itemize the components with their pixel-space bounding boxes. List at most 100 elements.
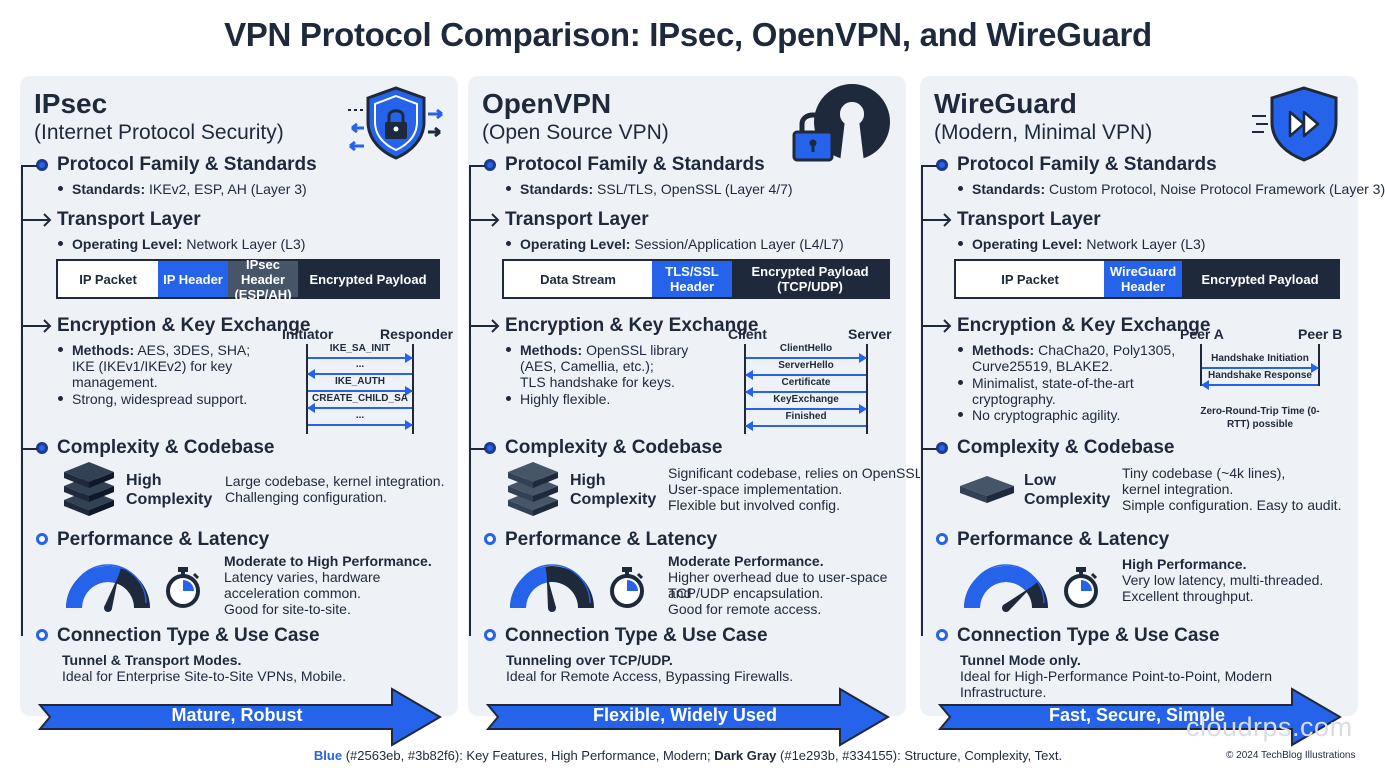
shield-lock-arrows-icon	[348, 86, 443, 160]
packet-segment: Data Stream	[504, 261, 652, 297]
encryption-bullet: Minimalist, state-of-the-art	[958, 375, 1134, 391]
connection-headline: Tunnel Mode only.	[960, 652, 1081, 668]
section-title-complexity: Complexity & Codebase	[57, 437, 275, 458]
methods-line: (AES, Camellia, etc.);	[520, 358, 654, 374]
packet-diagram: IP Packet IP Header IPsec Header (ESP/AH…	[56, 257, 440, 302]
marker-dot	[36, 159, 48, 171]
operating-level-bullet: Operating Level: Network Layer (L3)	[958, 236, 1205, 252]
message-arrow	[307, 403, 412, 413]
message-arrow	[1201, 380, 1318, 390]
operating-level-bullet: Operating Level: Session/Application Lay…	[506, 236, 844, 252]
sequence-left-label: Peer A	[1180, 326, 1224, 342]
marker-arrow-icon	[930, 319, 952, 333]
protocol-subtitle: (Modern, Minimal VPN)	[934, 121, 1153, 144]
methods-bullet: Methods: AES, 3DES, SHA;	[58, 342, 250, 358]
marker-connector	[21, 325, 33, 327]
marker-connector	[921, 325, 933, 327]
sequence-lifeline	[866, 344, 868, 434]
stacked-layers-icon	[64, 462, 114, 516]
encryption-bullet: Highly flexible.	[506, 391, 610, 407]
methods-line: management.	[72, 374, 158, 390]
message-arrow	[308, 420, 413, 430]
copyright: © 2024 TechBlog Illustrations	[1226, 750, 1356, 761]
sequence-lifeline	[412, 344, 414, 434]
message-arrow	[307, 369, 412, 379]
message-arrow	[1202, 363, 1319, 373]
standards-bullet: Standards: Custom Protocol, Noise Protoc…	[958, 181, 1385, 197]
performance-line: Good for site-to-site.	[224, 601, 351, 617]
marker-dot	[36, 629, 48, 641]
protocol-name: IPsec	[34, 88, 108, 119]
stopwatch-icon	[610, 567, 644, 608]
section-title-complexity: Complexity & Codebase	[957, 437, 1175, 458]
complexity-desc-line: Simple configuration. Easy to audit.	[1122, 497, 1342, 513]
standards-bullet: Standards: SSL/TLS, OpenSSL (Layer 4/7)	[506, 181, 793, 197]
legend-gray-desc: : Structure, Complexity, Text.	[897, 748, 1063, 763]
timeline-spine	[469, 166, 471, 636]
marker-dot	[36, 442, 48, 454]
section-title-performance: Performance & Latency	[957, 529, 1170, 550]
sequence-message: IKE_AUTH	[334, 376, 385, 387]
shield-fast-forward-icon	[1252, 86, 1338, 162]
marker-dot	[936, 159, 948, 171]
performance-headline: High Performance.	[1122, 556, 1247, 572]
section-title-connection: Connection Type & Use Case	[505, 625, 768, 646]
operating-level-bullet: Operating Level: Network Layer (L3)	[58, 236, 305, 252]
summary-banner-text: Mature, Robust	[171, 705, 303, 725]
sequence-note: Zero-Round-Trip Time (0-RTT) possible	[1200, 406, 1320, 430]
timeline-spine	[21, 166, 23, 636]
sequence-message: IKE_SA_INIT	[329, 343, 391, 354]
complexity-desc-line: kernel integration.	[1122, 481, 1234, 497]
summary-banner-text: Fast, Secure, Simple	[1048, 705, 1226, 725]
packet-segment: IP Packet	[58, 261, 158, 297]
complexity-label: High Complexity	[570, 472, 657, 508]
sequence-message: Handshake Response	[1208, 370, 1312, 381]
speed-gauge-icon	[963, 564, 1048, 612]
sequence-message: Handshake Initiation	[1211, 353, 1309, 364]
marker-connector	[921, 165, 937, 167]
section-title-performance: Performance & Latency	[505, 529, 718, 550]
message-arrow	[746, 353, 867, 363]
marker-connector	[21, 448, 37, 450]
sequence-message: Finished	[785, 411, 827, 422]
complexity-label: High Complexity	[126, 472, 213, 508]
marker-arrow-icon	[478, 213, 500, 227]
performance-line: Higher overhead due to user-space and	[668, 569, 888, 601]
methods-bullet: Methods: ChaCha20, Poly1305,	[958, 342, 1175, 358]
message-arrow	[746, 404, 867, 414]
section-title-connection: Connection Type & Use Case	[57, 625, 320, 646]
section-title-transport: Transport Layer	[957, 209, 1101, 230]
marker-arrow-icon	[30, 213, 52, 227]
sequence-message: ClientHello	[779, 343, 833, 354]
protocol-subtitle: (Internet Protocol Security)	[34, 121, 284, 144]
watermark: cloudrps.com	[1186, 712, 1353, 742]
marker-dot	[936, 533, 948, 545]
methods-line: Curve25519, BLAKE2.	[972, 358, 1113, 374]
marker-connector	[21, 165, 37, 167]
sequence-lifeline	[306, 344, 308, 434]
marker-connector	[921, 448, 937, 450]
performance-headline: Moderate to High Performance.	[224, 553, 432, 569]
complexity-desc-line: Large codebase, kernel integration.	[225, 473, 445, 489]
encryption-bullet: No cryptographic agility.	[958, 407, 1120, 423]
sequence-message: ...	[355, 410, 365, 421]
marker-arrow-icon	[30, 319, 52, 333]
methods-bullet: Methods: OpenSSL library	[506, 342, 688, 358]
sequence-message: ...	[355, 359, 365, 370]
sequence-right-label: Responder	[380, 326, 454, 342]
section-title-complexity: Complexity & Codebase	[505, 437, 723, 458]
section-title-encryption: Encryption & Key Exchange	[957, 315, 1211, 336]
section-title-performance: Performance & Latency	[57, 529, 270, 550]
performance-line: TCP/UDP encapsulation.	[668, 585, 824, 601]
summary-banner-arrow	[937, 687, 1342, 747]
packet-segment: IPsec Header (ESP/AH)	[228, 257, 298, 302]
sequence-message: CREATE_CHILD_SA	[312, 393, 408, 404]
performance-line: Good for remote access.	[668, 601, 822, 617]
complexity-desc-line: Flexible but involved config.	[668, 497, 840, 513]
sequence-message: ServerHello	[778, 360, 834, 371]
single-layer-icon	[960, 476, 1014, 503]
packet-segment: IP Packet	[956, 261, 1104, 297]
packet-segment: Encrypted Payload	[298, 261, 438, 297]
message-arrow	[308, 386, 413, 396]
message-arrow	[308, 353, 413, 363]
